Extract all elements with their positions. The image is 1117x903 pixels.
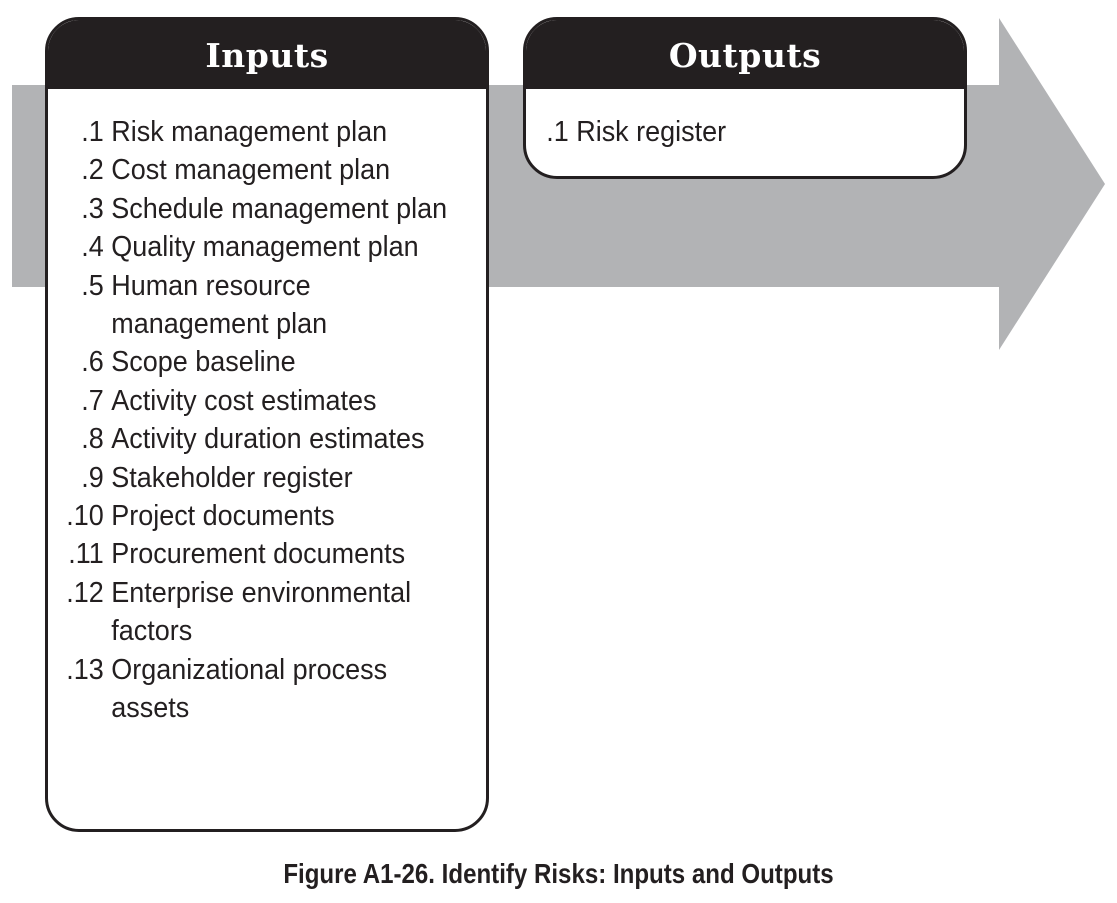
input-item-number: .6 — [81, 346, 104, 379]
input-item-number: .8 — [81, 423, 104, 456]
input-item-number: .12 — [66, 576, 104, 609]
input-item-number: .7 — [81, 384, 104, 417]
input-item-number: .11 — [68, 538, 104, 571]
input-item-label: Human resource management plan — [111, 269, 328, 341]
process-arrow-head — [999, 18, 1105, 350]
input-item-number: .3 — [81, 192, 104, 225]
input-item-label: Quality management plan — [111, 231, 419, 264]
input-item-number: .5 — [81, 269, 104, 302]
input-item-label: Scope baseline — [111, 346, 296, 379]
input-item-label: Enterprise environmental factors — [111, 576, 412, 648]
output-item-number: .1 — [546, 116, 569, 148]
input-item-label: Schedule management plan — [111, 192, 448, 225]
input-item-label: Activity duration estimates — [111, 423, 425, 456]
input-item-number: .4 — [81, 231, 104, 264]
input-item-label: Risk management plan — [111, 116, 388, 148]
figure-caption: Figure A1-26. Identify Risks: Inputs and… — [283, 858, 834, 889]
inputs-header: Inputs — [48, 20, 486, 89]
output-item-label: Risk register — [576, 116, 727, 148]
input-item-number: .10 — [66, 500, 104, 533]
input-item-number: .1 — [81, 116, 104, 148]
input-item-label: Procurement documents — [111, 538, 406, 571]
input-item-label: Project documents — [111, 500, 335, 533]
input-item-number: .2 — [81, 154, 104, 187]
input-item-number: .9 — [81, 461, 104, 494]
input-item-label: Activity cost estimates — [111, 384, 377, 417]
input-item-label: Stakeholder register — [111, 461, 353, 494]
input-item-label: Cost management plan — [111, 154, 391, 187]
input-item-label: Organizational process assets — [111, 653, 388, 725]
outputs-header: Outputs — [526, 20, 964, 89]
input-item-number: .13 — [66, 653, 104, 686]
